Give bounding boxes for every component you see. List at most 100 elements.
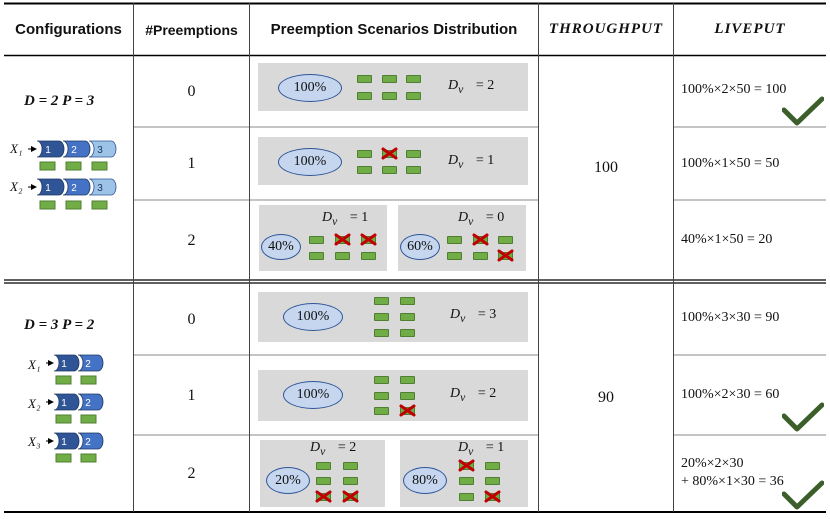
stage-number: 1 xyxy=(61,398,67,409)
green-block-icon xyxy=(406,166,421,174)
red-cross-icon xyxy=(381,147,398,160)
pipeline-stage-icon: 1 2 3 xyxy=(28,178,117,196)
liveput-formula: 100%×2×50 = 100 xyxy=(681,82,787,97)
stage-number: 2 xyxy=(71,145,77,156)
liveput-formula: 100%×2×30 = 60 xyxy=(681,387,780,402)
green-block-icon xyxy=(400,297,415,305)
probability-ellipse: 60% xyxy=(400,234,440,260)
preemptions-count: 0 xyxy=(187,310,196,328)
green-block-icon xyxy=(309,236,324,244)
stage-number: 1 xyxy=(61,359,67,370)
red-cross-icon xyxy=(315,490,332,503)
liveput-formula-line2: + 80%×1×30 = 36 xyxy=(681,474,784,489)
liveput-formula: 40%×1×50 = 20 xyxy=(681,232,773,247)
pipeline-stage-icon: 1 2 3 xyxy=(28,140,117,158)
header-liveput: LIVEPUT xyxy=(714,21,786,37)
config2-x3-label: X₃ xyxy=(28,434,41,449)
red-cross-icon xyxy=(360,233,377,246)
d-value-label: Dv⃗ = 1 xyxy=(458,440,505,458)
green-block-icon xyxy=(309,252,324,260)
red-cross-icon xyxy=(484,490,501,503)
header-preemptions: #Preemptions xyxy=(145,21,238,38)
d-value-label: Dv⃗ = 0 xyxy=(458,210,505,228)
green-block-icon xyxy=(316,462,331,470)
green-block-icon xyxy=(382,166,397,174)
green-block-icon xyxy=(55,453,97,463)
green-block-icon xyxy=(374,376,389,384)
green-block-icon xyxy=(55,375,97,385)
green-block-icon xyxy=(374,329,389,337)
header-throughput: THROUGHPUT xyxy=(548,21,664,37)
liveput-formula: 100%×1×50 = 50 xyxy=(681,156,780,171)
probability-ellipse: 100% xyxy=(278,148,342,176)
green-block-icon xyxy=(316,477,331,485)
check-mark-icon xyxy=(782,96,824,126)
green-block-icon xyxy=(374,407,389,415)
check-mark-icon xyxy=(782,480,824,510)
green-block-icon xyxy=(498,236,513,244)
config2-x1-label: X₁ xyxy=(28,357,41,372)
green-block-icon xyxy=(39,200,108,210)
green-block-icon xyxy=(400,329,415,337)
stage-number: 1 xyxy=(45,145,51,156)
green-block-icon xyxy=(382,75,397,83)
red-cross-icon xyxy=(472,233,489,246)
stage-number: 1 xyxy=(45,183,51,194)
green-block-icon xyxy=(343,477,358,485)
throughput-value: 90 xyxy=(598,389,614,406)
probability-ellipse: 20% xyxy=(266,467,310,494)
config2-x2-label: X₂ xyxy=(28,396,41,411)
preemptions-count: 2 xyxy=(187,231,196,249)
green-block-icon xyxy=(374,313,389,321)
green-block-icon xyxy=(55,414,97,424)
green-block-icon xyxy=(459,493,474,501)
green-block-icon xyxy=(357,92,372,100)
preemptions-count: 1 xyxy=(187,386,196,404)
stage-number: 2 xyxy=(71,183,77,194)
liveput-formula: 100%×3×30 = 90 xyxy=(681,310,780,325)
probability-ellipse: 100% xyxy=(283,381,343,409)
stage-number: 3 xyxy=(97,183,103,194)
green-block-icon xyxy=(357,166,372,174)
red-cross-icon xyxy=(399,404,416,417)
config1-label: D = 2 P = 3 xyxy=(24,93,95,109)
green-block-icon xyxy=(374,297,389,305)
green-block-icon xyxy=(357,75,372,83)
probability-ellipse: 80% xyxy=(403,467,447,494)
check-mark-icon xyxy=(782,402,824,432)
green-block-icon xyxy=(459,477,474,485)
green-block-icon xyxy=(485,477,500,485)
stage-number: 3 xyxy=(97,145,103,156)
config2-label: D = 3 P = 2 xyxy=(24,317,95,333)
d-value-label: Dv⃗ = 3 xyxy=(450,307,497,325)
green-block-icon xyxy=(406,75,421,83)
probability-ellipse: 100% xyxy=(283,303,343,331)
config1-x1-label: X₁ xyxy=(10,141,23,156)
red-cross-icon xyxy=(334,233,351,246)
preemptions-count: 1 xyxy=(187,155,196,172)
pipeline-stage-icon: 1 2 xyxy=(46,432,104,450)
green-block-icon xyxy=(406,92,421,100)
green-block-icon xyxy=(335,252,350,260)
green-block-icon xyxy=(400,313,415,321)
stage-number: 2 xyxy=(85,359,91,370)
d-value-label: Dv⃗ = 1 xyxy=(322,210,369,228)
stage-number: 2 xyxy=(85,437,91,448)
green-block-icon xyxy=(39,161,108,171)
probability-ellipse: 40% xyxy=(261,234,301,260)
green-block-icon xyxy=(382,92,397,100)
red-cross-icon xyxy=(458,459,475,472)
throughput-value: 100 xyxy=(594,159,618,176)
preemptions-count: 2 xyxy=(187,465,196,482)
green-block-icon xyxy=(400,392,415,400)
green-block-icon xyxy=(400,376,415,384)
stage-number: 2 xyxy=(85,398,91,409)
probability-ellipse: 100% xyxy=(278,74,342,102)
liveput-formula-line1: 20%×2×30 xyxy=(681,456,744,471)
green-block-icon xyxy=(447,252,462,260)
green-block-icon xyxy=(406,150,421,158)
stage-number: 1 xyxy=(61,437,67,448)
d-value-label: Dv⃗ = 2 xyxy=(310,440,357,458)
